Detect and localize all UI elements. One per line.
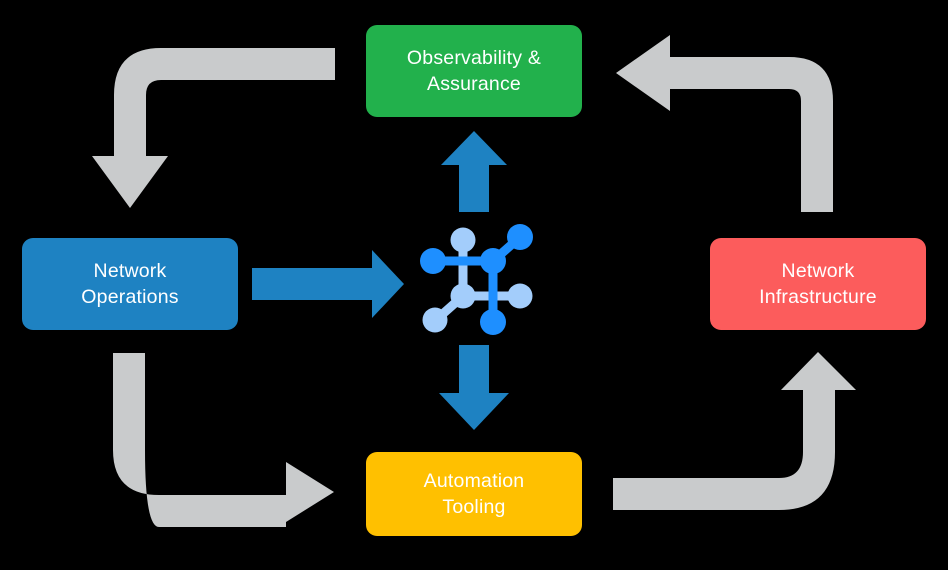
node-observability-assurance[interactable]: Observability & Assurance	[366, 25, 582, 117]
icon-node-center-light	[450, 283, 476, 309]
icon-node-left	[420, 248, 446, 274]
arrow-operations-to-automation	[113, 353, 334, 527]
node-network-operations[interactable]: Network Operations	[22, 238, 238, 330]
arrow-center-to-automation	[439, 345, 509, 430]
icon-node-bottomleft-light	[422, 307, 448, 333]
arrow-automation-to-infrastructure	[613, 352, 856, 510]
network-topology-icon	[420, 224, 533, 335]
node-automation-tooling[interactable]: Automation Tooling	[366, 452, 582, 536]
arrow-infrastructure-to-observability	[616, 35, 833, 212]
icon-node-topright	[507, 224, 533, 250]
icon-node-right-light	[507, 283, 533, 309]
icon-node-top-light	[450, 227, 476, 253]
icon-node-hub	[480, 248, 506, 274]
node-network-infrastructure[interactable]: Network Infrastructure	[710, 238, 926, 330]
arrow-operations-to-center	[252, 250, 404, 318]
arrow-observability-to-operations	[92, 48, 335, 208]
icon-node-bottom	[480, 309, 506, 335]
arrow-center-to-observability	[441, 131, 507, 212]
